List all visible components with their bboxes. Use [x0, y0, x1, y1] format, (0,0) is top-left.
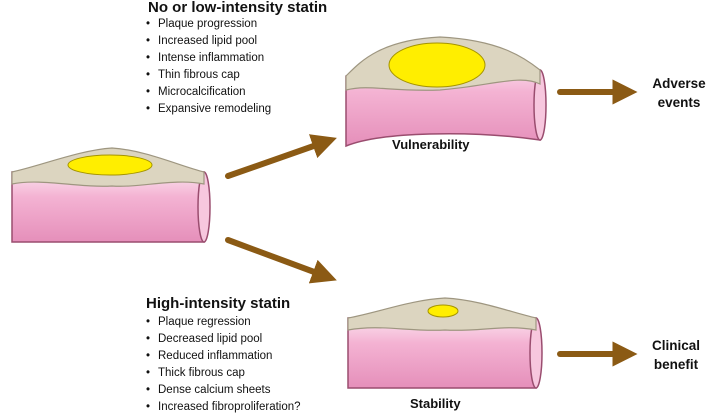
outcome-line: events — [657, 95, 701, 110]
outcome-line: Clinical — [651, 338, 700, 353]
arrow-to-stability — [225, 237, 337, 284]
adverse-events-label: Adverse events — [638, 74, 720, 112]
clinical-benefit-label: Clinical benefit — [636, 336, 716, 374]
list-item: Intense inflammation — [146, 50, 271, 67]
high-intensity-heading: High-intensity statin — [146, 295, 291, 312]
low-intensity-heading: No or low-intensity statin — [148, 0, 328, 16]
list-item: Decreased lipid pool — [146, 331, 301, 348]
list-item: Reduced inflammation — [146, 348, 301, 365]
vulnerable-vessel — [345, 36, 547, 148]
lipid-core — [67, 154, 153, 176]
initial-vessel — [11, 147, 211, 243]
stable-vessel — [347, 297, 543, 389]
list-item: Plaque regression — [146, 314, 301, 331]
high-intensity-effects: Plaque regression Decreased lipid pool R… — [146, 314, 301, 416]
vulnerability-label: Vulnerability — [392, 137, 470, 152]
small-lipid-core — [427, 304, 459, 318]
list-item: Expansive remodeling — [146, 101, 271, 118]
list-item: Thick fibrous cap — [146, 365, 301, 382]
low-intensity-effects: Plaque progression Increased lipid pool … — [146, 16, 271, 118]
large-lipid-core — [388, 42, 486, 88]
list-item: Increased fibroproliferation? — [146, 399, 301, 416]
stability-label: Stability — [410, 396, 461, 411]
list-item: Dense calcium sheets — [146, 382, 301, 399]
outcome-line: benefit — [653, 357, 699, 372]
list-item: Microcalcification — [146, 84, 271, 101]
list-item: Plaque progression — [146, 16, 271, 33]
arrow-to-vulnerability — [225, 134, 337, 179]
outcome-line: Adverse — [652, 76, 706, 91]
list-item: Increased lipid pool — [146, 33, 271, 50]
list-item: Thin fibrous cap — [146, 67, 271, 84]
